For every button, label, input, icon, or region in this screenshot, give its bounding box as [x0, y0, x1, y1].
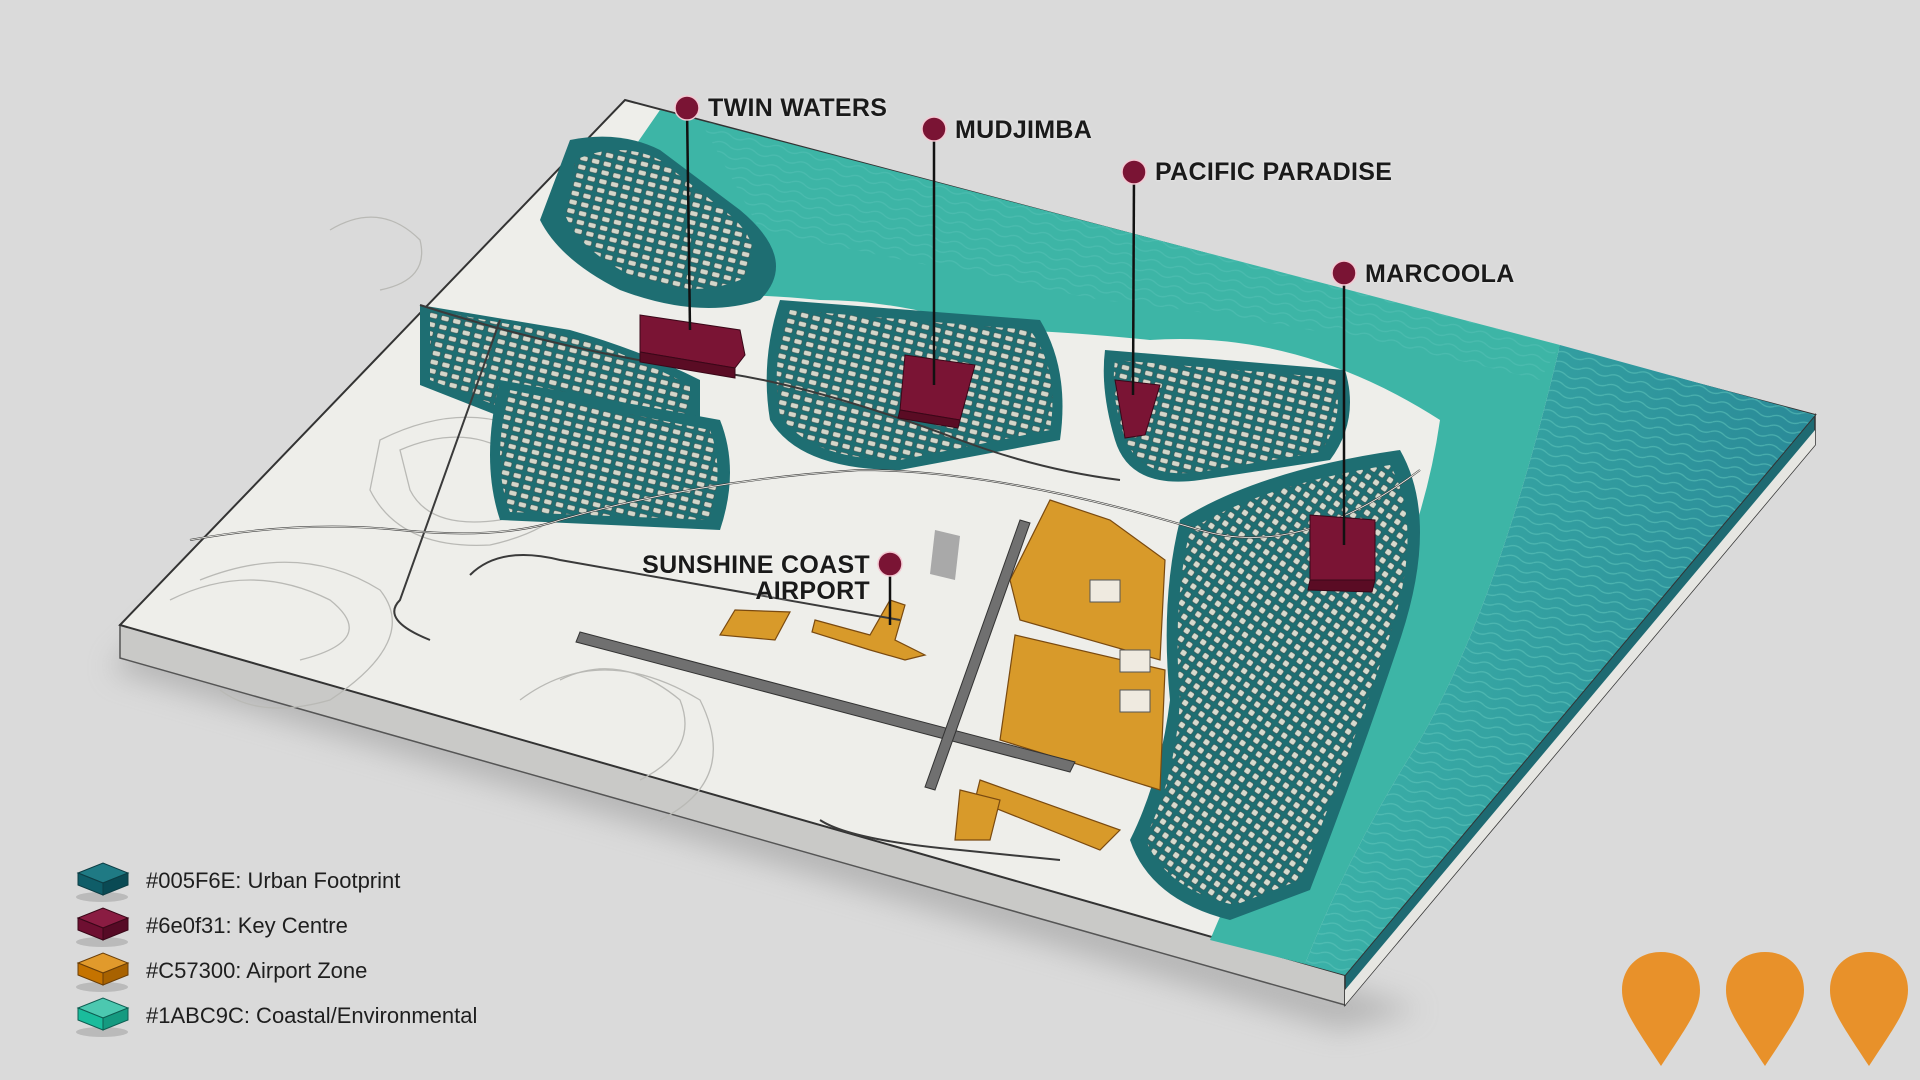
- map-pin-icon: [1726, 952, 1804, 1066]
- key-centre-swatch-icon: [76, 906, 130, 947]
- coastal-environmental-swatch-icon: [76, 996, 130, 1037]
- runway-cross: [924, 519, 1031, 791]
- location-label-pacific-paradise: PACIFIC PARADISE: [1155, 158, 1393, 186]
- urban-footprint-swatch-icon: [76, 861, 130, 902]
- map-legend: #005F6E: Urban Footprint #6e0f31: Key Ce…: [72, 858, 477, 1038]
- location-label-marcoola: MARCOOLA: [1365, 260, 1515, 288]
- legend-label: #005F6E: Urban Footprint: [146, 867, 401, 893]
- legend-label: #6e0f31: Key Centre: [146, 912, 348, 938]
- legend-item-airport-zone: #C57300: Airport Zone: [72, 948, 477, 993]
- airport-label-line2: AIRPORT: [755, 577, 870, 605]
- legend-item-coastal-environmental: #1ABC9C: Coastal/Environmental: [72, 993, 477, 1038]
- location-label-mudjimba: MUDJIMBA: [955, 116, 1093, 144]
- legend-label: #1ABC9C: Coastal/Environmental: [146, 1002, 478, 1028]
- location-pins: [674, 95, 1357, 625]
- rating-pins: [1620, 950, 1910, 1068]
- map-pin-icon: [1830, 952, 1908, 1066]
- legend-label: #C57300: Airport Zone: [146, 957, 368, 983]
- airport-zone-swatch-icon: [76, 951, 130, 992]
- location-label-sunshine-coast-airport: SUNSHINE COAST AIRPORT: [640, 552, 870, 604]
- legend-item-urban-footprint: #005F6E: Urban Footprint: [72, 858, 477, 903]
- location-label-twin-waters: TWIN WATERS: [708, 94, 888, 122]
- key-centres: [639, 314, 1376, 593]
- map-pin-icon: [1622, 952, 1700, 1066]
- legend-item-key-centre: #6e0f31: Key Centre: [72, 903, 477, 948]
- airport-label-line1: SUNSHINE COAST: [642, 551, 870, 579]
